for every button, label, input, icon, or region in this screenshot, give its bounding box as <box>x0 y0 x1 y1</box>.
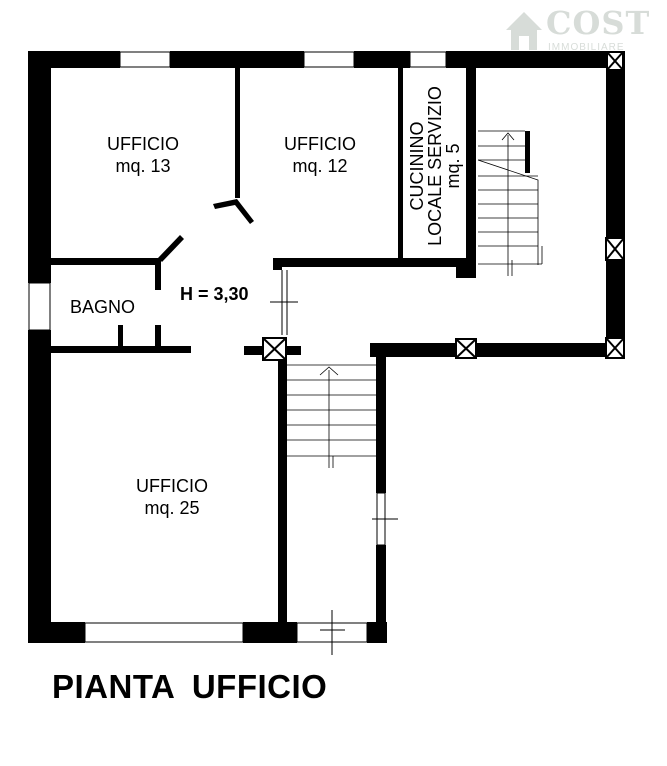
room-name: BAGNO <box>70 297 135 317</box>
room-area: mq. 25 <box>144 498 199 518</box>
room-ufficio-12: UFFICIO mq. 12 <box>284 134 356 176</box>
room-area: mq. 5 <box>443 143 463 188</box>
duct-box-corridor <box>262 337 287 361</box>
duct-box-corner <box>605 337 625 359</box>
duct-box-top-right <box>606 51 624 71</box>
door-leaves <box>270 270 398 655</box>
room-ufficio-13: UFFICIO mq. 13 <box>107 134 179 176</box>
outer-walls <box>28 51 625 643</box>
room-name: UFFICIO <box>284 134 356 154</box>
room-area: mq. 13 <box>115 156 170 176</box>
upper-staircase <box>477 130 543 276</box>
room-ufficio-25: UFFICIO mq. 25 <box>136 476 208 518</box>
duct-box-return <box>455 338 477 359</box>
logo: COST IMMOBILIARE <box>504 4 664 58</box>
logo-name: COST <box>546 4 651 42</box>
room-name: CUCININO <box>407 122 427 211</box>
room-name: UFFICIO <box>107 134 179 154</box>
room-area: mq. 12 <box>292 156 347 176</box>
room-name-secondary: LOCALE SERVIZIO <box>425 86 445 246</box>
lower-staircase <box>287 364 376 468</box>
room-cucinino: CUCININO LOCALE SERVIZIO mq. 5 <box>407 86 463 246</box>
room-bagno: BAGNO <box>70 297 135 317</box>
duct-box-right <box>605 237 625 261</box>
logo-subtitle: IMMOBILIARE <box>548 42 625 53</box>
room-name: UFFICIO <box>136 476 208 496</box>
house-icon <box>506 12 542 50</box>
ceiling-height: H = 3,30 <box>180 284 249 304</box>
duct-boxes <box>262 51 625 361</box>
plan-title: PIANTA UFFICIO <box>52 668 328 705</box>
